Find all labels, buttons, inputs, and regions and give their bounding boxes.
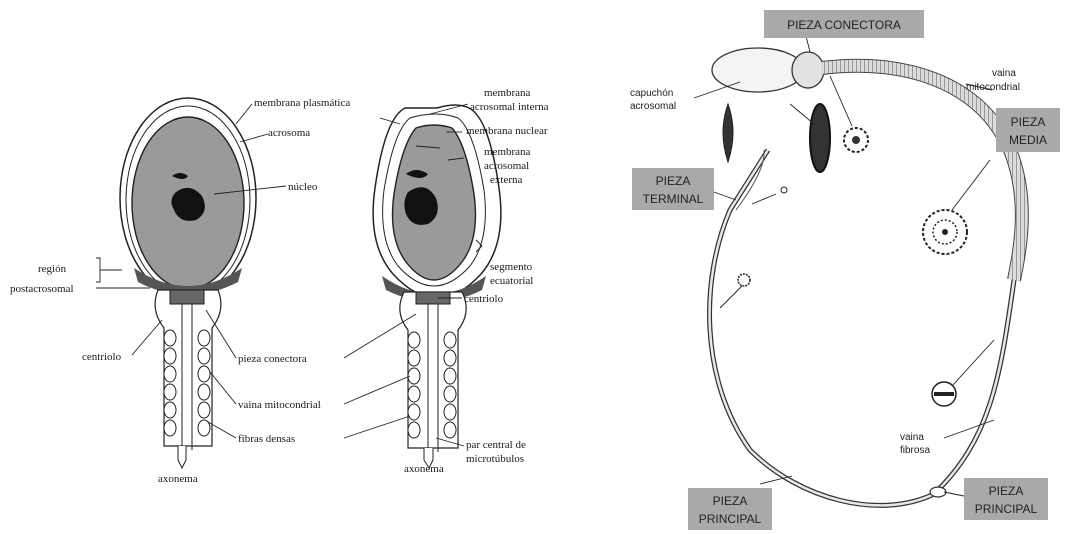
label-mitocondrial: mitocondrial (966, 82, 1020, 93)
label-postacrosomal: postacrosomal (10, 283, 74, 295)
connector-collar (792, 52, 824, 88)
label-segmento: segmento (490, 261, 533, 273)
box-label-pieza-conectora: PIEZA CONECTORA (787, 18, 901, 32)
box-label-pieza-terminal-2: TERMINAL (643, 192, 704, 206)
box-label-principal-right-2: PRINCIPAL (975, 502, 1038, 516)
label-vaina-mito: vaina (992, 68, 1016, 79)
right-leaders (694, 36, 994, 496)
label-acrosomal-interna: acrosomal interna (470, 101, 549, 113)
label-axonema-right: axonema (404, 463, 444, 475)
left-sperm (120, 98, 256, 468)
label-region: región (38, 263, 67, 275)
acrosomal-cap-section (723, 104, 733, 162)
label-centriolo-left: centriolo (82, 351, 122, 363)
terminal-cross-section (738, 274, 750, 286)
label-pieza-conectora: pieza conectora (238, 353, 307, 365)
box-pieza-media: PIEZA MEDIA (996, 108, 1060, 152)
left-panel: membrana plasmática acrosoma núcleo regi… (10, 87, 549, 485)
label-fibras-densas: fibras densas (238, 433, 295, 445)
label-externa: externa (490, 174, 522, 186)
label-membrana-plasmatica: membrana plasmática (254, 97, 350, 109)
label-capuchon: capuchón (630, 88, 673, 99)
label-par-central: par central de (466, 439, 526, 451)
label-capuchon-acrosomal: acrosomal (630, 101, 676, 112)
right-sperm (373, 105, 501, 468)
end-piece-dot (781, 187, 787, 193)
label-microtubulos: microtúbulos (466, 453, 524, 465)
box-label-principal-bottom-2: PRINCIPAL (699, 512, 762, 526)
label-membrana-1: membrana (484, 87, 531, 99)
label-nucleo: núcleo (288, 181, 318, 193)
sperm-head-3d (712, 48, 804, 92)
head-cross-section (810, 104, 830, 172)
label-membrana-2: membrana (484, 146, 531, 158)
label-fibrosa: fibrosa (900, 445, 930, 456)
label-acrosoma: acrosoma (268, 127, 310, 139)
box-pieza-conectora: PIEZA CONECTORA (764, 10, 924, 38)
box-label-pieza-media-2: MEDIA (1009, 133, 1047, 147)
box-label-principal-right-1: PIEZA (989, 484, 1024, 498)
label-ecuatorial: ecuatorial (490, 275, 533, 287)
box-label-principal-bottom-1: PIEZA (713, 494, 748, 508)
right-panel: PIEZA CONECTORA PIEZA MEDIA PIEZA TERMIN… (630, 10, 1060, 530)
left-midpiece (155, 290, 221, 446)
label-acrosomal: acrosomal (484, 160, 529, 172)
box-label-pieza-media-1: PIEZA (1011, 115, 1046, 129)
box-pieza-principal-right: PIEZA PRINCIPAL (964, 478, 1048, 520)
left-connecting-piece (170, 290, 204, 304)
label-membrana-nuclear: membrana nuclear (466, 125, 548, 137)
label-vaina-fibrosa: vaina (900, 432, 924, 443)
box-pieza-principal-bottom: PIEZA PRINCIPAL (688, 488, 772, 530)
box-pieza-terminal: PIEZA TERMINAL (632, 168, 714, 210)
tail-end (930, 487, 946, 497)
label-centriolo-right: centriolo (464, 293, 504, 305)
label-axonema-left: axonema (158, 473, 198, 485)
label-vaina-mitocondrial: vaina mitocondrial (238, 399, 321, 411)
box-label-pieza-terminal-1: PIEZA (656, 174, 691, 188)
left-axonema-tip (178, 446, 186, 468)
midpiece-coil (822, 66, 1022, 280)
